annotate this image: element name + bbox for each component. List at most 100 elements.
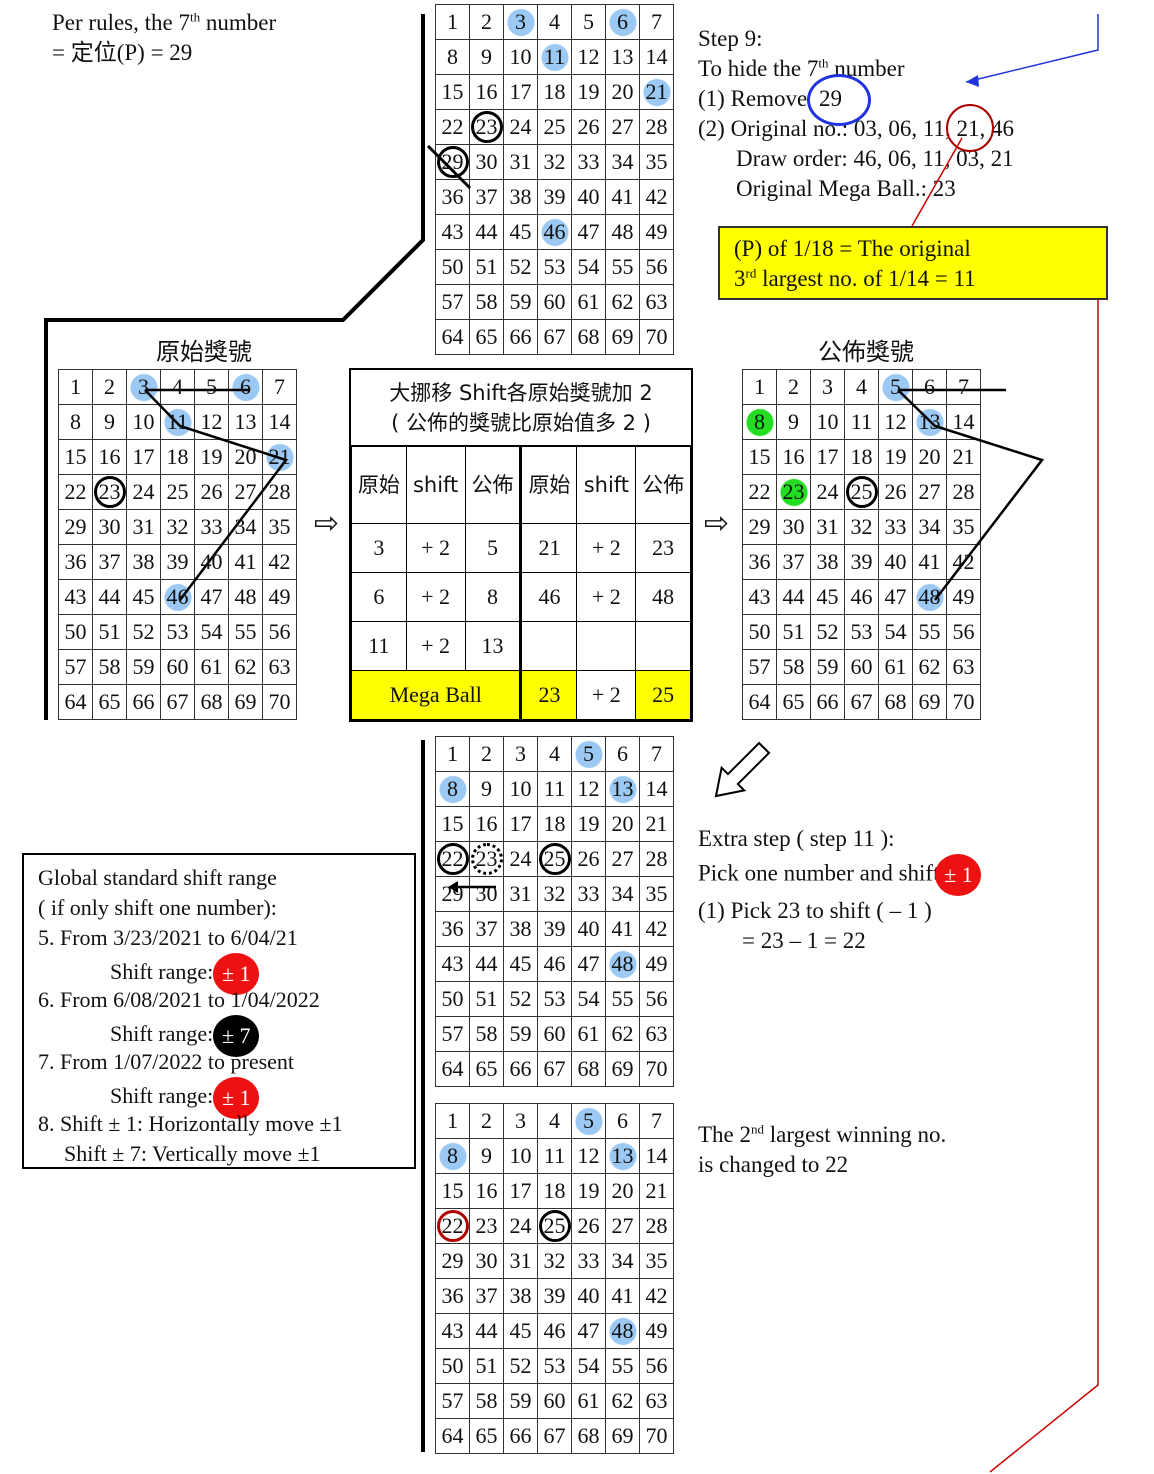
- grid-cell: 49: [639, 214, 674, 250]
- grid-cell: 37: [469, 911, 504, 947]
- cell-number: 55: [234, 619, 257, 644]
- cell-number: 50: [64, 619, 87, 644]
- grid-cell: 36: [58, 544, 93, 580]
- cell-number: 4: [549, 9, 560, 34]
- grid-cell: 10: [503, 771, 538, 807]
- grid-cell: 21: [639, 1173, 674, 1209]
- grid-cell: 41: [605, 179, 640, 215]
- grid-cell: 15: [435, 74, 470, 110]
- grid-cell: 53: [537, 981, 572, 1017]
- grid-cell: 54: [878, 614, 913, 650]
- cell-number: 61: [577, 289, 600, 314]
- cell-number: 54: [577, 1353, 600, 1378]
- cell-number: 27: [611, 1213, 634, 1238]
- cell-number: 5: [583, 741, 594, 766]
- cell-number: 10: [509, 44, 532, 69]
- cell-number: 60: [543, 289, 566, 314]
- grid-cell: 65: [776, 684, 811, 720]
- grid-cell: 32: [160, 509, 195, 545]
- cell-number: 16: [98, 444, 121, 469]
- cell-number: 67: [543, 324, 566, 349]
- cell-number: 64: [64, 689, 87, 714]
- grid-cell: 44: [469, 214, 504, 250]
- grid-cell: 52: [503, 1348, 538, 1384]
- grid-cell: 70: [639, 1418, 674, 1454]
- cell-number: 46: [543, 951, 566, 976]
- grid-cell: 17: [503, 1173, 538, 1209]
- cell-number: 63: [645, 289, 668, 314]
- grid-cell: 16: [92, 439, 127, 475]
- grid-cell: 67: [160, 684, 195, 720]
- grid-cell: 40: [878, 544, 913, 580]
- cell-number: 16: [475, 811, 498, 836]
- cell-number: 55: [611, 254, 634, 279]
- cell-number: 63: [645, 1388, 668, 1413]
- ring-marker: [470, 111, 503, 143]
- cell-number: 66: [509, 1423, 532, 1448]
- cell-number: 60: [850, 654, 873, 679]
- grid-cell: 6: [912, 369, 947, 405]
- cell-number: 28: [268, 479, 291, 504]
- grid-cell: 54: [571, 981, 606, 1017]
- cell-number: 70: [268, 689, 291, 714]
- grid-cell: 33: [571, 876, 606, 912]
- grid-cell: 49: [946, 579, 981, 615]
- grid-cell: 8: [435, 771, 470, 807]
- cell-number: 8: [70, 409, 81, 434]
- grid-cell: 34: [605, 144, 640, 180]
- grid-cell: 33: [878, 509, 913, 545]
- grid-cell: 32: [537, 144, 572, 180]
- cell-number: 16: [782, 444, 805, 469]
- grid-cell: 37: [469, 179, 504, 215]
- grid-cell: 10: [503, 1138, 538, 1174]
- grid-cell: 70: [946, 684, 981, 720]
- grid-cell: 44: [776, 579, 811, 615]
- grid-cell: 13: [605, 771, 640, 807]
- shift-table: 大挪移 Shift各原始獎號加 2 ( 公佈的獎號比原始值多 2 ) 原始 sh…: [349, 368, 693, 722]
- cell-number: 49: [268, 584, 291, 609]
- grid-cell: 67: [537, 1051, 572, 1087]
- cell-number: 43: [748, 584, 771, 609]
- grid-cell: 20: [605, 1173, 640, 1209]
- cell-number: 31: [509, 881, 532, 906]
- cell-number: 32: [543, 881, 566, 906]
- grid-cell: 44: [92, 579, 127, 615]
- cell-number: 21: [645, 79, 668, 104]
- cell-number: 7: [651, 9, 662, 34]
- grid-cell: 36: [435, 911, 470, 947]
- grid-cell: 2: [776, 369, 811, 405]
- cell-number: 32: [543, 149, 566, 174]
- grid-cell: 8: [435, 1138, 470, 1174]
- grid-cell: 47: [571, 214, 606, 250]
- grid-cell: 51: [92, 614, 127, 650]
- cell-number: 40: [884, 549, 907, 574]
- grid-cell: 43: [435, 946, 470, 982]
- cell-number: 15: [441, 79, 464, 104]
- grid-cell: 18: [537, 74, 572, 110]
- grid-cell: 58: [469, 284, 504, 320]
- cell-number: 62: [234, 654, 257, 679]
- grid-cell: 63: [639, 1383, 674, 1419]
- cell-number: 62: [611, 1388, 634, 1413]
- grid-cell: 52: [810, 614, 845, 650]
- grid-cell: 3: [503, 736, 538, 772]
- grid-cell: 2: [469, 1103, 504, 1139]
- grid-cell: 64: [435, 1051, 470, 1087]
- cell-number: 13: [611, 1143, 634, 1168]
- grid-cell: 58: [776, 649, 811, 685]
- grid-cell: 24: [503, 841, 538, 877]
- grid-cell: 29: [435, 144, 470, 180]
- cell-number: 8: [447, 44, 458, 69]
- grid-cell: 29: [435, 876, 470, 912]
- cell-number: 54: [884, 619, 907, 644]
- cell-number: 40: [577, 1283, 600, 1308]
- grid-cell: 31: [503, 144, 538, 180]
- grid-cell: 20: [912, 439, 947, 475]
- grid-cell: 15: [435, 1173, 470, 1209]
